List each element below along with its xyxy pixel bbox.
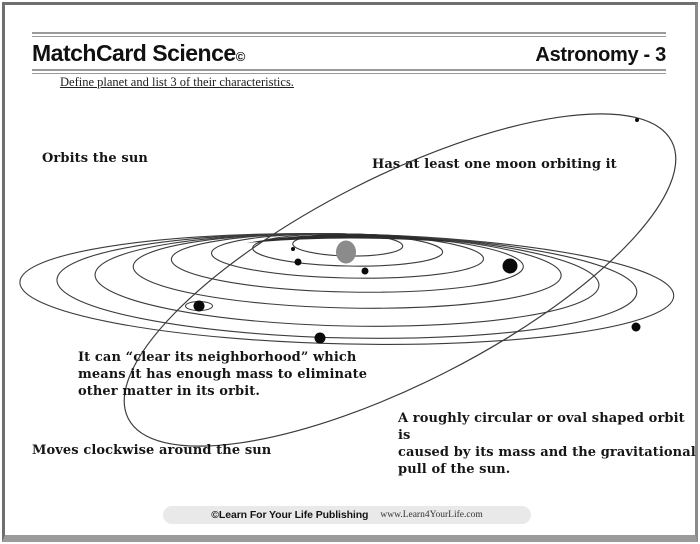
planet-dot [291, 247, 295, 251]
brand-title-text: MatchCard Science [32, 40, 236, 66]
footer-website-text: www.Learn4YourLife.com [380, 510, 483, 520]
planet-dot [294, 258, 302, 266]
footer-publisher-text: ©Learn For Your Life Publishing [211, 509, 369, 521]
brand-title: MatchCard Science© [32, 40, 245, 67]
planet-dot [314, 332, 326, 344]
characteristic-moon: Has at least one moon orbiting it [372, 157, 617, 172]
characteristic-orbits-sun: Orbits the sun [42, 151, 148, 166]
orbit-convergence-band [246, 234, 463, 243]
planet-dot [361, 267, 369, 275]
header-top-double-rule [32, 32, 666, 37]
page-title: Astronomy - 3 [535, 44, 666, 66]
characteristic-clockwise: Moves clockwise around the sun [32, 443, 272, 458]
sun-circle [336, 240, 356, 264]
header-bottom-double-rule [32, 69, 666, 74]
planet-dot [635, 118, 639, 122]
planet-dot [631, 322, 641, 332]
orbit-ellipse-group [19, 233, 675, 345]
planet-dot-group [193, 118, 641, 344]
footer-publisher-pill: ©Learn For Your Life Publishing www.Lear… [163, 506, 531, 524]
characteristic-orbit-shape: A roughly circular or oval shaped orbit … [398, 411, 696, 477]
characteristic-clear-neighborhood: It can “clear its neighborhood” which me… [78, 350, 368, 399]
copyright-icon: © [235, 49, 246, 64]
planet-dot [193, 300, 205, 312]
tilted-outer-orbit-ellipse [123, 113, 677, 447]
worksheet-instruction: Define planet and list 3 of their charac… [60, 75, 294, 89]
planet-dot [502, 258, 518, 274]
